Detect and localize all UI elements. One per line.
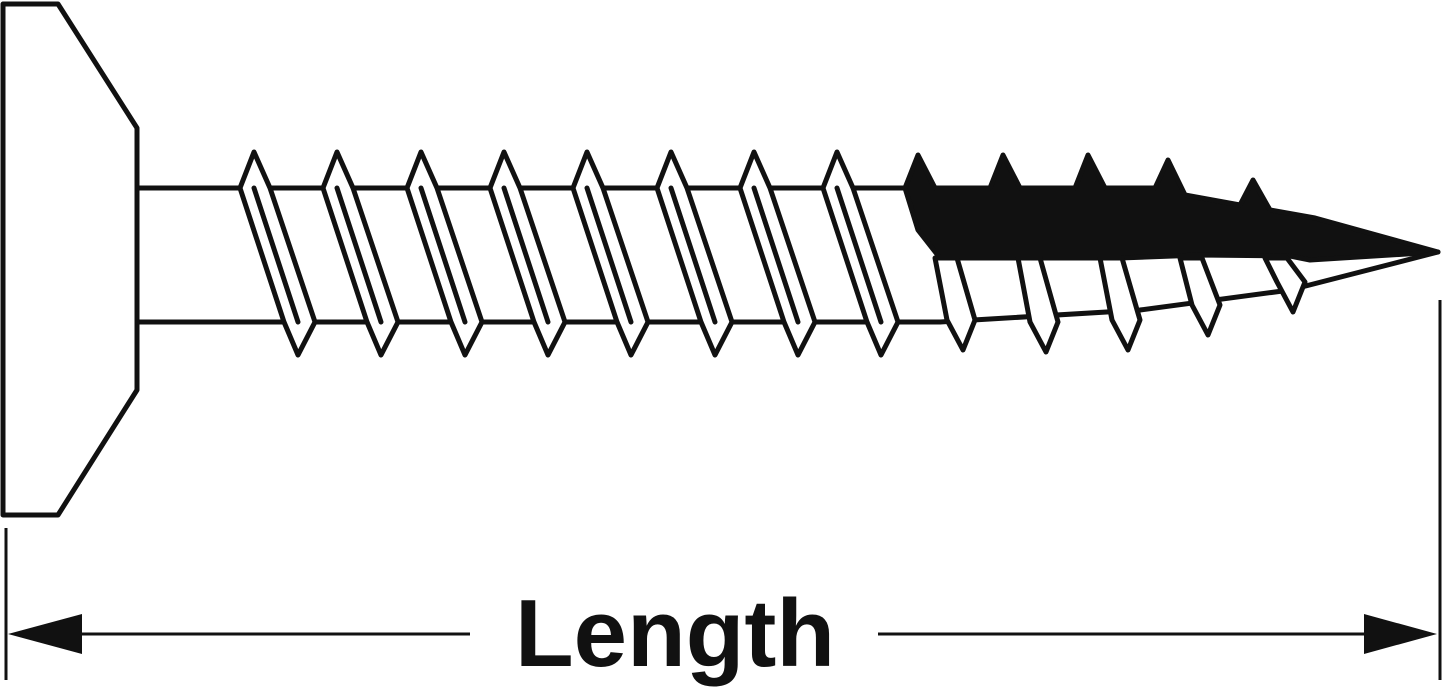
length-label: Length: [515, 580, 835, 687]
thread-ridge-4: [501, 185, 551, 325]
arrowhead-right: [1364, 614, 1437, 654]
thread-ridge-5: [584, 185, 634, 325]
screw-threads: [237, 149, 901, 358]
tip-thread-5: [1262, 255, 1308, 315]
thread-ridge-7: [751, 185, 801, 325]
thread-ridge-1: [251, 185, 301, 325]
tip-thread-3: [1097, 255, 1143, 353]
thread-ridge-2: [334, 185, 384, 325]
length-dimension: [4, 300, 1442, 680]
tip-thread-2: [1015, 255, 1061, 355]
tip-thread-1: [932, 255, 978, 353]
screw-tip-shade: [902, 152, 1441, 263]
tip-thread-4: [1177, 255, 1223, 338]
screw-head: [0, 1, 140, 518]
screw-drawing: [0, 1, 1441, 518]
arrowhead-left: [8, 614, 82, 654]
thread-ridge-3: [418, 185, 468, 325]
thread-ridge-6: [668, 185, 718, 325]
thread-ridge-8: [834, 185, 884, 325]
screw-tip-threads: [932, 255, 1308, 355]
